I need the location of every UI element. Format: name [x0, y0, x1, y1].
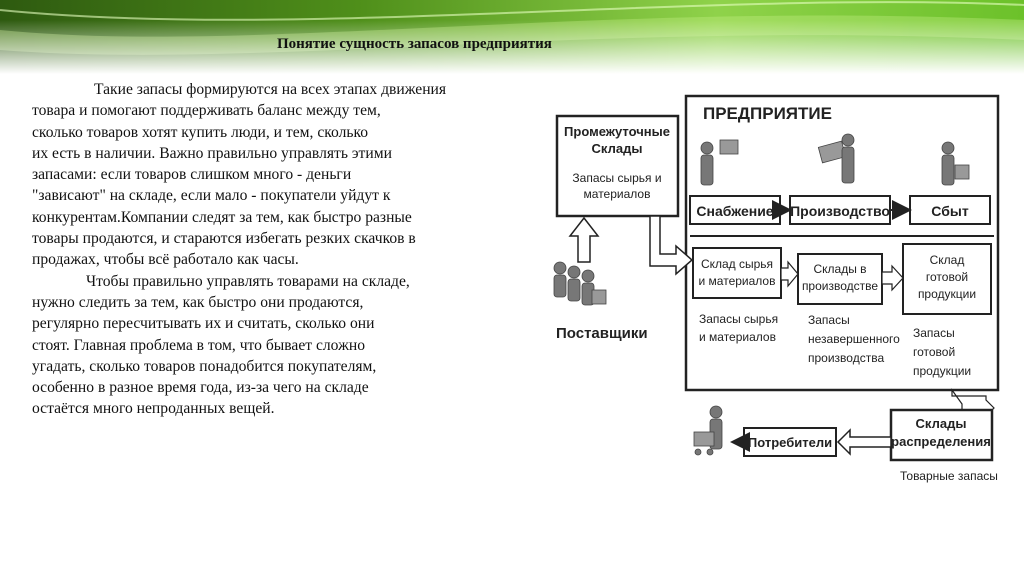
- wip-store-line2: производстве: [802, 279, 878, 293]
- wip-store-line1: Склады в: [813, 262, 866, 276]
- suppliers-up-arrow: [568, 216, 600, 263]
- intermediate-warehouses-box: [555, 114, 680, 218]
- intermediate-title-2: Склады: [592, 141, 643, 156]
- raw-to-wip-arrow: [780, 260, 799, 288]
- paragraph-2: Чтобы правильно управлять товарами на ск…: [32, 272, 410, 418]
- wip-note-3: производства: [808, 351, 884, 365]
- distribution-line1: Склады: [916, 416, 967, 431]
- finished-store-line2: готовой: [926, 270, 968, 284]
- wip-note-1: Запасы: [808, 313, 850, 327]
- supply-label: Снабжение: [696, 203, 773, 219]
- distribution-store-box: [889, 408, 994, 462]
- consumers-label: Потребители: [748, 435, 832, 450]
- finished-note-1: Запасы: [913, 326, 955, 340]
- slide-title: Понятие сущность запасов предприятия: [277, 36, 552, 52]
- enterprise-box: [684, 94, 1000, 392]
- supply-person-icon: [700, 139, 739, 186]
- suppliers-people-icon: [553, 261, 607, 306]
- distribution-to-consumers-arrow: [836, 428, 892, 456]
- body-text: Такие запасы формируются на всех этапах …: [32, 79, 552, 420]
- paragraph-1: Такие запасы формируются на всех этапах …: [32, 81, 447, 269]
- distribution-note: Товарные запасы: [900, 469, 998, 483]
- intermediate-to-raw-arrow: [649, 215, 694, 276]
- wip-to-finished-arrow: [881, 264, 904, 292]
- distribution-line2: распределения: [891, 434, 991, 449]
- raw-store-line2: и материалов: [699, 274, 776, 288]
- finished-note-3: продукции: [913, 364, 971, 378]
- raw-note-1: Запасы сырья: [699, 312, 778, 326]
- intermediate-title-1: Промежуточные: [564, 124, 670, 139]
- finished-store-box: [902, 243, 992, 315]
- green-header-background: [0, 0, 1024, 74]
- consumer-cart-icon: [693, 405, 723, 456]
- finished-store-line3: продукции: [918, 287, 976, 301]
- inventory-flow-diagram: ПРЕДПРИЯТИЕ Промежуточные Склады Запасы …: [544, 78, 1004, 498]
- enterprise-label: ПРЕДПРИЯТИЕ: [703, 104, 832, 123]
- finished-store-line1: Склад: [930, 253, 965, 267]
- consumers-box: [743, 427, 837, 457]
- production-person-icon: [817, 133, 855, 184]
- raw-store-line1: Склад сырья: [701, 257, 773, 271]
- production-label: Производство: [790, 203, 890, 219]
- finished-note-2: готовой: [913, 345, 955, 359]
- raw-note-2: и материалов: [699, 330, 776, 344]
- intermediate-sub-2: материалов: [584, 187, 651, 201]
- sales-label: Сбыт: [931, 203, 969, 219]
- raw-materials-store-box: [692, 247, 782, 299]
- sales-person-icon: [941, 141, 970, 186]
- intermediate-sub-1: Запасы сырья и: [572, 171, 661, 185]
- wip-note-2: незавершенного: [808, 332, 900, 346]
- suppliers-label: Поставщики: [556, 325, 648, 342]
- sales-box: [909, 195, 991, 225]
